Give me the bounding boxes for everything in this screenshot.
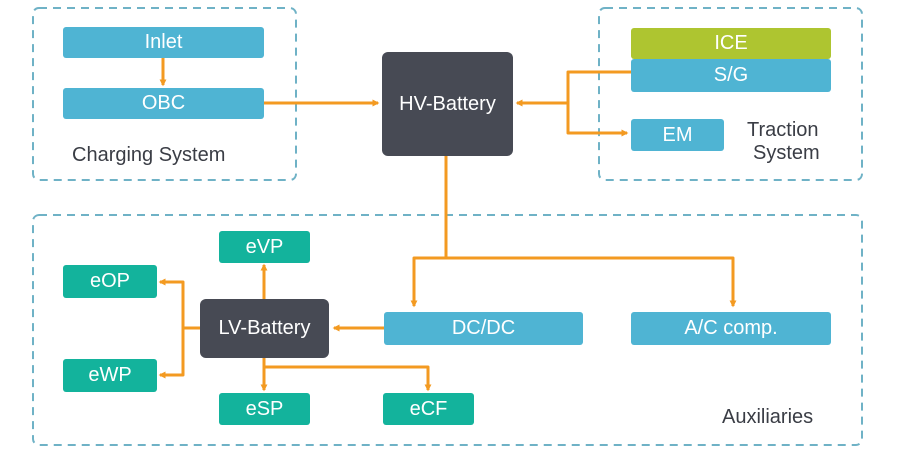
line-sg-to-junction [566, 70, 631, 103]
charging-system-label: Charging System [72, 144, 226, 166]
traction-system-group [598, 7, 863, 181]
eop-node: eOP [63, 265, 157, 298]
arrow-lv-battery-to-eop [158, 278, 185, 328]
obc-node: OBC [63, 88, 264, 119]
ice-node: ICE [631, 28, 831, 59]
sg-node: S/G [631, 59, 831, 92]
esp-node: eSP [219, 393, 310, 425]
lv-battery-node: LV-Battery [200, 299, 329, 358]
traction-system-label-line1: Traction [747, 119, 819, 141]
auxiliaries-label: Auxiliaries [722, 406, 814, 428]
inlet-node: Inlet [63, 27, 264, 58]
dcdc-node: DC/DC [384, 312, 583, 345]
charging-system-group [32, 7, 297, 181]
hv-battery-node: HV-Battery [382, 52, 513, 156]
ac-comp-node: A/C comp. [631, 312, 831, 345]
arrow-junction-to-em [566, 103, 629, 137]
evp-node: eVP [219, 231, 310, 263]
ecf-node: eCF [383, 393, 474, 425]
arrow-hv-battery-to-dcdc [410, 256, 446, 308]
arrow-hv-battery-to-ac-comp [446, 256, 737, 308]
arrow-lv-battery-to-ecf [264, 365, 432, 392]
ewp-node: eWP [63, 359, 157, 392]
em-node: EM [631, 119, 724, 151]
traction-system-label-line2: System [753, 142, 820, 164]
arrow-lv-battery-to-ewp [158, 328, 185, 379]
